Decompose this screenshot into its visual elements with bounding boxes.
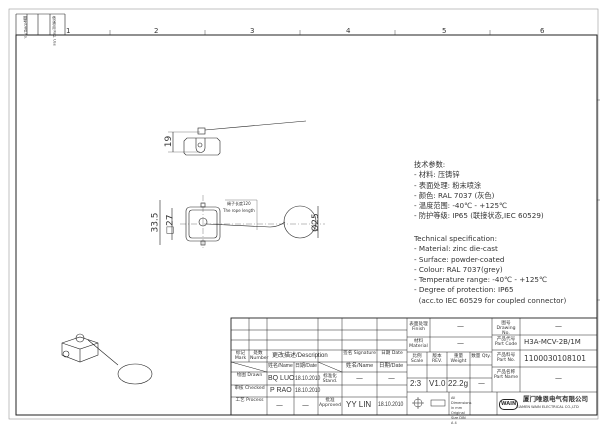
checked-label: 审核 Checked [234, 386, 265, 391]
stand-name: — [356, 374, 363, 382]
drawn-label: 绘图 Drawn [236, 373, 263, 378]
spec-cn-item: - 温度范围: -40℃ - +125℃ [414, 201, 508, 211]
zone-number: 4 [346, 27, 351, 35]
zone-number: 5 [442, 27, 447, 35]
header-description: 更改描述/Description [272, 353, 328, 359]
process-name: — [276, 401, 283, 409]
part-name-value: — [555, 374, 562, 382]
spec-en-item: - Material: zinc die-cast [414, 244, 498, 254]
part-code-value: H3A-MCV-2B/1M [524, 338, 581, 346]
zone-number: 1 [66, 27, 71, 35]
name-header: 姓名/Name [268, 363, 293, 369]
stand-label: 标准化 Stand. [322, 374, 338, 384]
qty-value: — [478, 379, 485, 387]
stand-date: — [388, 374, 395, 382]
rev-label: 版本 REV. [431, 354, 443, 364]
approved-date: 18.10.2010 [378, 401, 404, 408]
weight-label: 重量 Weight [450, 354, 467, 364]
spec-cn-item: - 颜色: RAL 7037 (灰色) [414, 190, 495, 200]
spec-en-item: - Surface: powder-coated [414, 254, 505, 264]
corner-label: 图号/Dwg.No. [23, 16, 28, 39]
drawn-name: BQ LUO [268, 375, 295, 382]
part-name-label: 产品名称 Part Name [493, 370, 519, 380]
scale-label: 比例 Scale [410, 354, 424, 364]
top-view [159, 195, 325, 250]
drawing-no-value: — [555, 322, 562, 330]
spec-en-item: - Temperature range: -40℃ - +125℃ [414, 275, 548, 285]
side-view [168, 120, 307, 156]
approved-label: 批准 Approved [319, 398, 342, 408]
zone-number: 2 [154, 27, 159, 35]
material-value: — [457, 339, 464, 347]
dimension-19: 19 [164, 135, 175, 148]
drawn-date: 18.10.2010 [295, 375, 321, 382]
date-header: 日期/Date [295, 363, 317, 369]
process-label: 工艺 Process [235, 398, 264, 403]
checked-name: P RAO [270, 387, 292, 394]
part-no-value: 1100030108101 [524, 354, 587, 363]
drawing-no-label: 图号 Drawing No. [496, 321, 516, 336]
spec-cn-title: 技术参数: [414, 160, 446, 169]
spec-cn-item: - 表面处理: 粉末喷涂 [414, 180, 482, 190]
date-header: 日期/Date [379, 363, 404, 369]
corner-label: 借(通)用 Reg. Use [52, 16, 57, 46]
spec-cn: 技术参数:- 材料: 压铸锌- 表面处理: 粉末喷涂- 颜色: RAL 7037… [414, 160, 544, 222]
company-name-cn: 厦门唯恩电气有限公司 [523, 395, 588, 403]
spec-cn-item: - 材料: 压铸锌 [414, 170, 460, 180]
units-note: All Dimensions in mm Original Size DIN A… [451, 396, 472, 425]
dimension-ring-dia: Ø25 [310, 213, 321, 232]
spec-en-item: - Degree of protection: IP65 [414, 285, 514, 295]
process-date: — [302, 401, 309, 409]
spec-en: Technical specification:- Material: zinc… [414, 234, 566, 306]
header-mark: 标记 Mark [234, 351, 247, 361]
dimension-square-27: □27 [165, 214, 176, 235]
company-name-en: XIAMEN WAIN ELECTRICAL CO.,LTD [516, 405, 579, 409]
company-logo: WAIN [499, 399, 519, 410]
spec-en-title: Technical specification: [414, 234, 498, 243]
finish-label: 表面处理 Finish [409, 322, 428, 332]
rope-length-cn: 绳子长度120 [227, 201, 251, 206]
header-signature: 签名 Signature [343, 351, 376, 356]
checked-date: 18.10.2010 [295, 387, 321, 394]
part-code-label: 产品代号 Part Code [494, 337, 518, 347]
header-date: 日期 Date [381, 351, 403, 356]
material-label: 材料 Material [409, 339, 428, 349]
spec-en-item: - Colour: RAL 7037(grey) [414, 264, 503, 274]
part-no-label: 产品料号 Part No. [496, 353, 516, 363]
rev-value: V1.0 [429, 379, 446, 388]
title-block [230, 317, 598, 416]
scale-value: 2:3 [410, 379, 422, 388]
spec-en-item: (acc.to IEC 60529 for coupled connector) [414, 295, 567, 305]
zone-number: 3 [250, 27, 255, 35]
isometric-view [61, 333, 153, 385]
dimension-33-5: 33.5 [150, 212, 161, 233]
qty-label: 数量 Qty. [471, 354, 491, 359]
approved-name: YY LIN [346, 400, 372, 409]
weight-value: 22.2g [448, 379, 469, 388]
header-number: 处数 Number [250, 351, 269, 361]
zone-number: 6 [540, 27, 545, 35]
spec-cn-item: - 防护等级: IP65 (联接状态,IEC 60529) [414, 211, 544, 221]
rope-length-en: The rope length [223, 208, 255, 213]
name-header: 姓名/Name [346, 363, 374, 369]
finish-value: — [457, 322, 464, 330]
